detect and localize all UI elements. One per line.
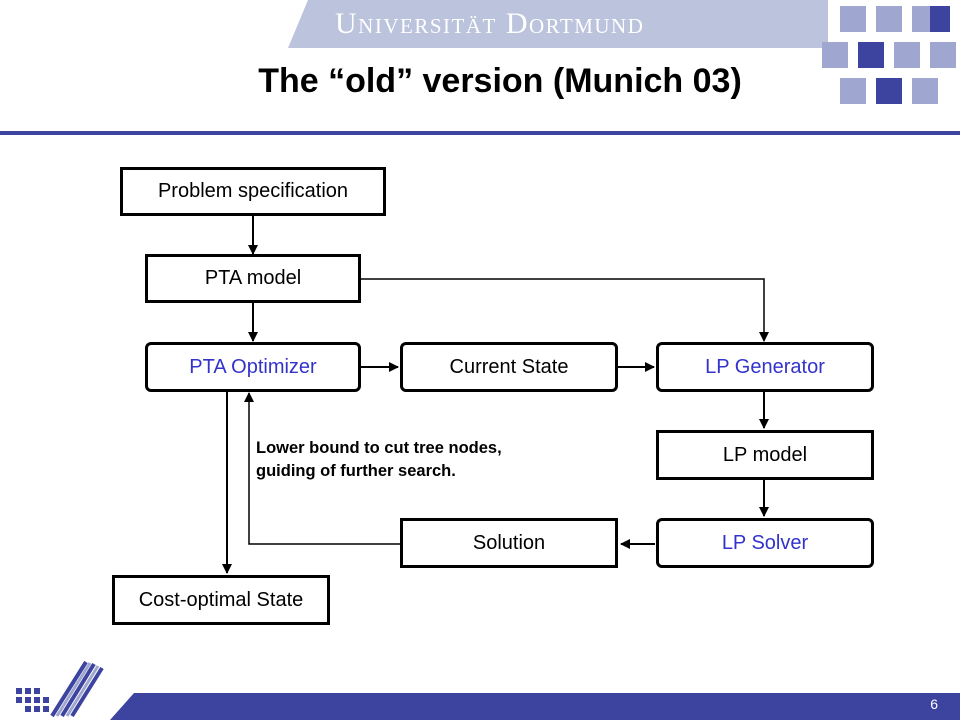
page-number: 6: [930, 696, 938, 712]
edge-solution-to-optimizer: [244, 392, 400, 545]
slide-title: The “old” version (Munich 03): [258, 62, 742, 100]
university-logo-small-icon: [16, 660, 104, 718]
node-cost-optimal-state: Cost-optimal State: [112, 575, 330, 625]
node-pta-model: PTA model: [145, 254, 361, 303]
node-solution: Solution: [400, 518, 618, 568]
node-lp-generator: LP Generator: [656, 342, 874, 392]
university-banner: [288, 0, 828, 48]
annotation-line-2: guiding of further search.: [256, 462, 456, 480]
footer-bar: [110, 693, 960, 720]
node-lp-solver: LP Solver: [656, 518, 874, 568]
node-lp-model: LP model: [656, 430, 874, 480]
university-name: Universität Dortmund: [335, 7, 645, 40]
node-pta-optimizer: PTA Optimizer: [145, 342, 361, 392]
edge-pta-model-to-lp-generator: [361, 278, 769, 342]
node-problem-specification: Problem specification: [120, 167, 386, 216]
header-divider: [0, 131, 960, 135]
annotation-line-1: Lower bound to cut tree nodes,: [256, 439, 502, 457]
node-current-state: Current State: [400, 342, 618, 392]
university-logo-icon: [822, 6, 956, 104]
feedback-annotation: Lower bound to cut tree nodes, guiding o…: [256, 437, 502, 483]
